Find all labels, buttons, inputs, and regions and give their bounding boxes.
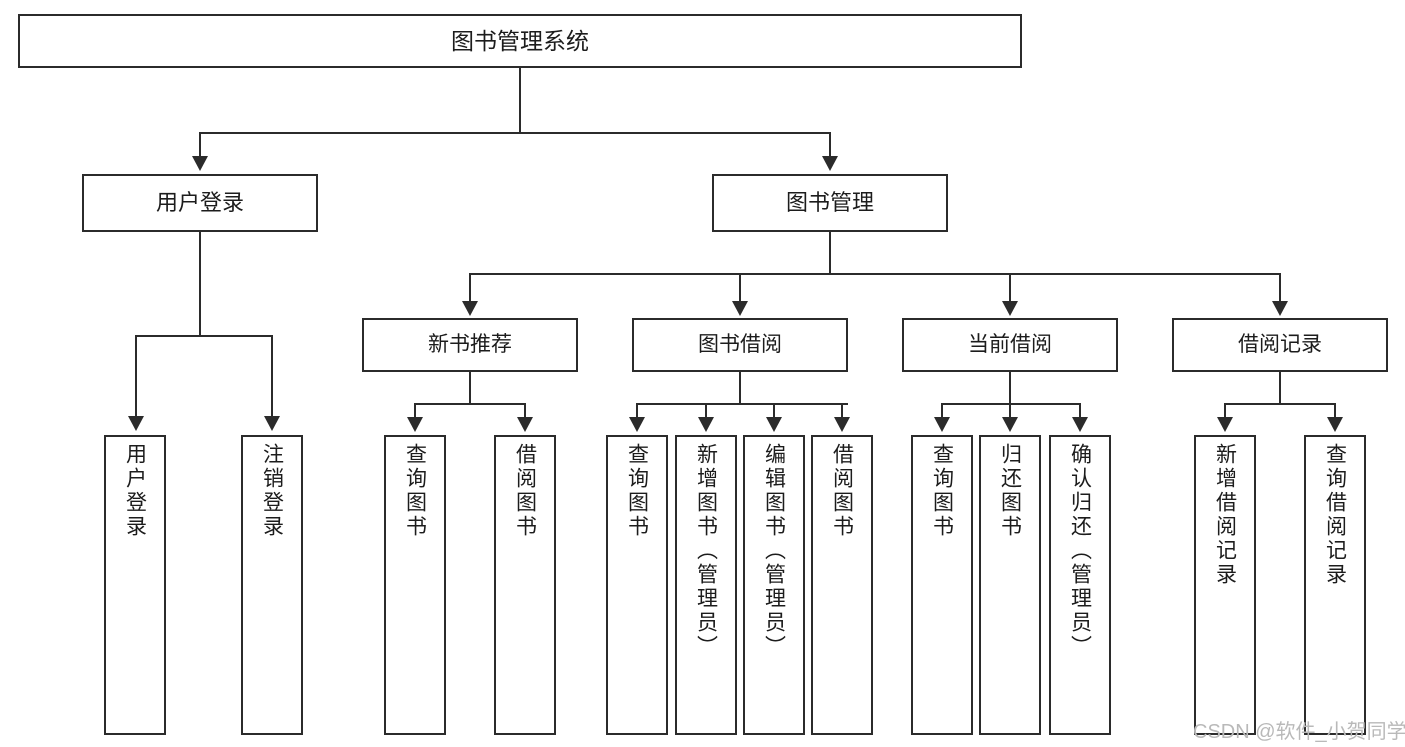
connector-user-login-leaf-1 <box>135 335 137 417</box>
leaf-book-borrow-add[interactable]: 新增图书（管理员） <box>675 435 737 735</box>
connector-current-borrow-bus <box>941 403 1081 405</box>
node-label: 图书借阅 <box>698 332 782 356</box>
connector-root-stem <box>519 68 521 133</box>
leaf-user-login-logout[interactable]: 注销登录 <box>241 435 303 735</box>
node-root-system[interactable]: 图书管理系统 <box>18 14 1022 68</box>
leaf-borrow-record-query[interactable]: 查询借阅记录 <box>1304 435 1366 735</box>
connector-root-to-book-mgmt <box>829 132 831 158</box>
arrow-borrow-record-leaf-1 <box>1217 417 1233 432</box>
node-label: 确认归还（管理员） <box>1068 443 1092 659</box>
connector-new-book-stem <box>469 372 471 404</box>
connector-current-borrow-leaf-3 <box>1079 403 1081 418</box>
node-label: 新书推荐 <box>428 332 512 356</box>
node-label: 编辑图书（管理员） <box>762 443 786 659</box>
connector-user-login-stem <box>199 232 201 336</box>
node-label: 借阅图书 <box>513 443 537 539</box>
node-label: 借阅记录 <box>1238 332 1322 356</box>
connector-user-login-leaf-2 <box>271 335 273 417</box>
connector-current-borrow-leaf-1 <box>941 403 943 418</box>
node-book-management[interactable]: 图书管理 <box>712 174 948 232</box>
node-label: 借阅图书 <box>830 443 854 539</box>
connector-borrow-record-leaf-1 <box>1224 403 1226 418</box>
leaf-current-borrow-confirm-return[interactable]: 确认归还（管理员） <box>1049 435 1111 735</box>
node-label: 当前借阅 <box>968 332 1052 356</box>
node-label: 查询图书 <box>403 443 427 539</box>
connector-current-borrow-leaf-2 <box>1009 403 1011 418</box>
connector-book-borrow-bus <box>636 403 848 405</box>
connector-borrow-record-bus <box>1224 403 1336 405</box>
watermark-text: CSDN @软件_小贺同学 <box>1193 721 1405 743</box>
node-label: 归还图书 <box>998 443 1022 539</box>
node-label: 新增图书（管理员） <box>694 443 718 659</box>
node-label: 注销登录 <box>260 443 284 539</box>
leaf-book-borrow-borrow[interactable]: 借阅图书 <box>811 435 873 735</box>
leaf-book-borrow-edit[interactable]: 编辑图书（管理员） <box>743 435 805 735</box>
leaf-borrow-record-add[interactable]: 新增借阅记录 <box>1194 435 1256 735</box>
arrow-user-login-leaf-1 <box>128 416 144 431</box>
connector-book-borrow-stem <box>739 372 741 404</box>
node-label: 图书管理 <box>785 190 874 216</box>
connector-book-mgmt-to-new-book <box>469 273 471 302</box>
connector-borrow-record-leaf-2 <box>1334 403 1336 418</box>
connector-new-book-bus <box>414 403 526 405</box>
leaf-book-borrow-query[interactable]: 查询图书 <box>606 435 668 735</box>
arrow-new-book-leaf-1 <box>407 417 423 432</box>
connector-book-borrow-leaf-4 <box>841 403 843 418</box>
arrow-book-mgmt-to-borrow-record <box>1272 301 1288 316</box>
node-label: 用户登录 <box>123 443 147 539</box>
leaf-current-borrow-return[interactable]: 归还图书 <box>979 435 1041 735</box>
leaf-user-login-login[interactable]: 用户登录 <box>104 435 166 735</box>
node-label: 用户登录 <box>155 190 244 216</box>
node-label: 查询借阅记录 <box>1323 443 1347 587</box>
arrow-current-borrow-leaf-1 <box>934 417 950 432</box>
connector-book-mgmt-to-book-borrow <box>739 273 741 302</box>
connector-user-login-bus <box>135 335 273 337</box>
node-label: 图书管理系统 <box>451 27 589 54</box>
node-new-book-recommend[interactable]: 新书推荐 <box>362 318 578 372</box>
arrow-book-borrow-leaf-3 <box>766 417 782 432</box>
connector-current-borrow-stem <box>1009 372 1011 404</box>
node-current-borrow[interactable]: 当前借阅 <box>902 318 1118 372</box>
leaf-new-book-query[interactable]: 查询图书 <box>384 435 446 735</box>
node-label: 查询图书 <box>625 443 649 539</box>
arrow-user-login-leaf-2 <box>264 416 280 431</box>
arrow-new-book-leaf-2 <box>517 417 533 432</box>
arrow-book-mgmt-to-current-borrow <box>1002 301 1018 316</box>
arrow-root-to-user-login <box>192 156 208 171</box>
arrow-book-borrow-leaf-4 <box>834 417 850 432</box>
connector-book-mgmt-stem <box>829 232 831 274</box>
connector-borrow-record-stem <box>1279 372 1281 404</box>
node-label: 查询图书 <box>930 443 954 539</box>
connector-new-book-leaf-1 <box>414 403 416 418</box>
node-label: 新增借阅记录 <box>1213 443 1237 587</box>
arrow-book-mgmt-to-book-borrow <box>732 301 748 316</box>
arrow-current-borrow-leaf-2 <box>1002 417 1018 432</box>
connector-book-borrow-leaf-3 <box>773 403 775 418</box>
connector-root-bus <box>199 132 831 134</box>
node-book-borrow[interactable]: 图书借阅 <box>632 318 848 372</box>
connector-book-mgmt-to-current-borrow <box>1009 273 1011 302</box>
connector-root-to-user-login <box>199 132 201 158</box>
connector-book-borrow-leaf-2 <box>705 403 707 418</box>
arrow-borrow-record-leaf-2 <box>1327 417 1343 432</box>
arrow-book-borrow-leaf-1 <box>629 417 645 432</box>
leaf-new-book-borrow[interactable]: 借阅图书 <box>494 435 556 735</box>
connector-book-mgmt-bus <box>469 273 1281 275</box>
arrow-book-mgmt-to-new-book <box>462 301 478 316</box>
arrow-book-borrow-leaf-2 <box>698 417 714 432</box>
node-borrow-record[interactable]: 借阅记录 <box>1172 318 1388 372</box>
connector-book-borrow-leaf-1 <box>636 403 638 418</box>
node-user-login[interactable]: 用户登录 <box>82 174 318 232</box>
leaf-current-borrow-query[interactable]: 查询图书 <box>911 435 973 735</box>
connector-new-book-leaf-2 <box>524 403 526 418</box>
connector-book-mgmt-to-borrow-record <box>1279 273 1281 302</box>
arrow-root-to-book-mgmt <box>822 156 838 171</box>
arrow-current-borrow-leaf-3 <box>1072 417 1088 432</box>
